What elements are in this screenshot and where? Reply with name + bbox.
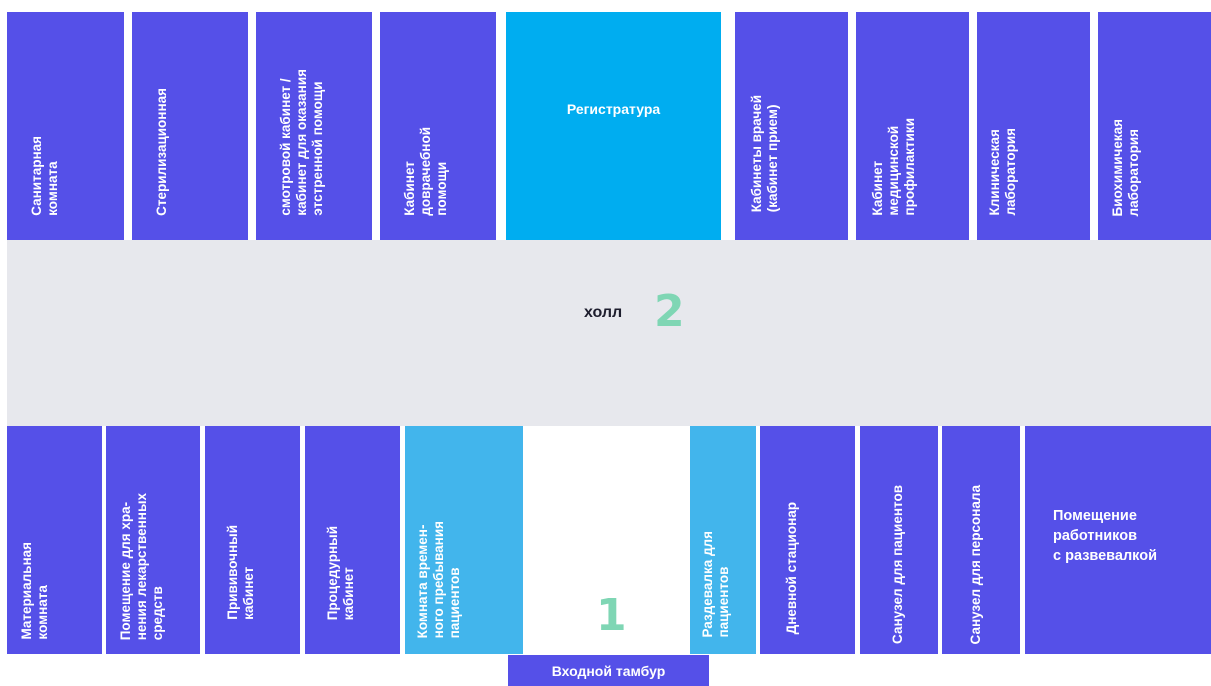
- room-wardrobe: Раздевалка для пациентов: [690, 426, 756, 654]
- room-patient-wc: Санузел для пациентов: [860, 426, 938, 654]
- room-staff-wc: Санузел для персонала: [942, 426, 1020, 654]
- hall-area: [7, 240, 1211, 426]
- room-label: Помещение для хра- нения лекарственных с…: [118, 492, 165, 640]
- room-prophylaxis: Кабинет медицинской профилактики: [856, 12, 969, 240]
- room-label: Регистратура: [566, 101, 661, 117]
- room-vaccination: Прививочный кабинет: [205, 426, 300, 654]
- room-prehospital: Кабинет доврачебной помощи: [380, 12, 496, 240]
- room-label: Кабинет доврачебной помощи: [402, 127, 449, 216]
- room-label: Раздевалка для пациентов: [700, 531, 731, 638]
- hall-label: холл: [584, 304, 623, 321]
- room-label: Санитарная комната: [29, 136, 60, 216]
- room-medicine-storage: Помещение для хра- нения лекарственных с…: [106, 426, 200, 654]
- room-label: смотровой кабинет / кабинет для оказания…: [278, 69, 325, 216]
- entrance-number: 1: [596, 590, 627, 641]
- room-exam-emergency: смотровой кабинет / кабинет для оказания…: [256, 12, 372, 240]
- room-clinical-lab: Клиническая лаборатория: [977, 12, 1090, 240]
- room-label: Кабинеты врачей (кабинет прием): [749, 94, 780, 212]
- room-label: Помещение работников с развевалкой: [1053, 508, 1158, 564]
- room-day-hospital: Дневной стационар: [760, 426, 855, 654]
- room-label: Стерилизационная: [154, 88, 169, 216]
- room-label: Прививочный кабинет: [225, 525, 256, 620]
- room-procedure: Процедурный кабинет: [305, 426, 400, 654]
- hall-number: 2: [654, 286, 685, 337]
- entrance-vestibule: Входной тамбур: [508, 655, 709, 686]
- room-label: Комната времен- ного пребывания пациенто…: [415, 520, 462, 638]
- room-temporary-stay: Комната времен- ного пребывания пациенто…: [405, 426, 523, 654]
- room-label: Санузел для персонала: [968, 484, 983, 644]
- room-material: Материальная комната: [7, 426, 102, 654]
- room-label: Клиническая лаборатория: [987, 128, 1018, 216]
- room-sterilization: Стерилизационная: [132, 12, 248, 240]
- room-label: Кабинет медицинской профилактики: [870, 118, 917, 216]
- room-label: Процедурный кабинет: [325, 525, 356, 620]
- room-doctors: Кабинеты врачей (кабинет прием): [735, 12, 848, 240]
- room-biochem-lab: Биохимичекая лаборатория: [1098, 12, 1211, 240]
- room-label: Биохимичекая лаборатория: [1110, 118, 1141, 217]
- room-label: Дневной стационар: [784, 501, 799, 634]
- room-label: Материальная комната: [19, 542, 50, 640]
- room-registry: Регистратура: [506, 12, 721, 240]
- room-staff-dressing: Помещение работников с развевалкой: [1025, 426, 1211, 654]
- room-sanitary: Санитарная комната: [7, 12, 124, 240]
- room-label: Санузел для пациентов: [890, 485, 905, 644]
